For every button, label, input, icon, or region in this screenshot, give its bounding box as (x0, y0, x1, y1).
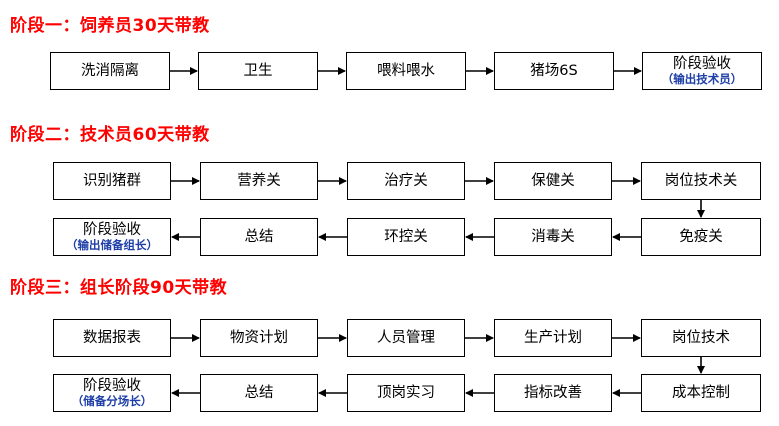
step-label: 治疗关 (384, 172, 428, 189)
step-label: 总结 (244, 384, 274, 401)
step-label: 卫生 (243, 62, 273, 79)
step-label: 阶段验收 (673, 56, 731, 73)
stage-2-title: 阶段二：技术员60天带教 (10, 125, 210, 145)
step-label: 物资计划 (230, 329, 288, 346)
step-label: 猪场6S (530, 62, 578, 79)
stage-1-step-4: 猪场6S (494, 52, 614, 90)
stage-3-step-8: 顶岗实习 (347, 374, 465, 412)
stage-2-step-4: 保健关 (494, 162, 612, 200)
step-label: 指标改善 (524, 384, 582, 401)
step-label: 岗位技术关 (664, 172, 738, 189)
stage-2-step-5: 岗位技术关 (641, 162, 761, 200)
step-label: 成本控制 (672, 384, 730, 401)
step-label: 顶岗实习 (377, 384, 435, 401)
stage-3-step-7: 指标改善 (494, 374, 612, 412)
stage-3-step-3: 人员管理 (347, 319, 465, 357)
stage-3-step-5: 岗位技术 (641, 319, 761, 357)
stage-3-acceptance: 阶段验收（储备分场长） (53, 374, 171, 412)
stage-2-step-6: 免疫关 (641, 218, 761, 256)
stage-1-step-3: 喂料喂水 (346, 52, 466, 90)
step-label: 喂料喂水 (377, 62, 435, 79)
step-label: 阶段验收 (83, 378, 141, 395)
step-label: 数据报表 (83, 329, 141, 346)
step-sublabel: （储备分场长） (71, 393, 153, 408)
stage-3-step-2: 物资计划 (200, 319, 318, 357)
stage-3-step-1: 数据报表 (53, 319, 171, 357)
step-label: 阶段验收 (83, 222, 141, 239)
stage-3-step-4: 生产计划 (494, 319, 612, 357)
step-label: 洗消隔离 (81, 62, 139, 79)
step-label: 识别猪群 (83, 172, 141, 189)
step-label: 岗位技术 (672, 329, 730, 346)
step-label: 消毒关 (531, 228, 575, 245)
stage-2-acceptance: 阶段验收（输出储备组长） (53, 218, 171, 256)
step-label: 保健关 (531, 172, 575, 189)
stage-2-step-2: 营养关 (200, 162, 318, 200)
step-label: 人员管理 (377, 329, 435, 346)
step-label: 环控关 (384, 228, 428, 245)
stage-2-summary: 总结 (200, 218, 318, 256)
stage-3-step-6: 成本控制 (641, 374, 761, 412)
stage-1-acceptance: 阶段验收（输出技术员） (642, 52, 762, 90)
stage-2-step-7: 消毒关 (494, 218, 612, 256)
stage-1-title: 阶段一：饲养员30天带教 (10, 16, 210, 36)
step-label: 总结 (244, 228, 274, 245)
stage-2-step-3: 治疗关 (347, 162, 465, 200)
step-label: 营养关 (237, 172, 281, 189)
step-label: 免疫关 (679, 228, 723, 245)
stage-3-title: 阶段三：组长阶段90天带教 (10, 278, 228, 298)
step-sublabel: （输出储备组长） (66, 237, 158, 252)
step-label: 生产计划 (524, 329, 582, 346)
stage-1-step-2: 卫生 (198, 52, 318, 90)
stage-1-step-1: 洗消隔离 (50, 52, 170, 90)
stage-3-summary: 总结 (200, 374, 318, 412)
step-sublabel: （输出技术员） (661, 71, 743, 86)
stage-2-step-8: 环控关 (347, 218, 465, 256)
stage-2-step-1: 识别猪群 (53, 162, 171, 200)
